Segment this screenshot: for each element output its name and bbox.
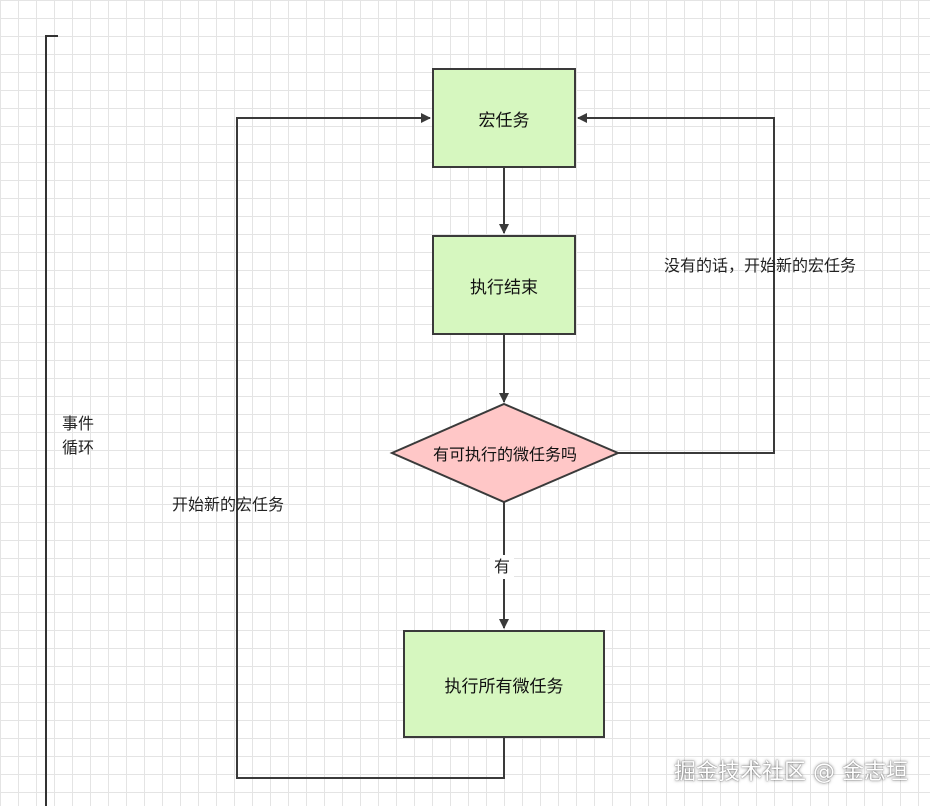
event-loop-label-line-2: 循环: [62, 438, 95, 457]
event-loop-label-line-1: 事件: [62, 414, 95, 433]
run-microtasks-label: 执行所有微任务: [444, 676, 564, 697]
event-loop-bracket: [45, 35, 58, 806]
event-loop-label: 事件 循环: [62, 412, 102, 460]
decision-label: 有可执行的微任务吗: [432, 445, 577, 464]
edge-label-start-new: 开始新的宏任务: [172, 495, 285, 514]
decision-diamond: [389, 402, 621, 504]
watermark: 掘金技术社区 @ 金志垣: [674, 760, 908, 785]
edge-label-yes: 有: [490, 555, 515, 579]
decision-label-wrap: 有可执行的微任务吗: [392, 404, 618, 502]
execution-end-label: 执行结束: [470, 277, 538, 298]
macro-task-node: 宏任务: [432, 68, 576, 168]
edge-label-no-start-new: 没有的话，开始新的宏任务: [664, 256, 857, 275]
macro-task-label: 宏任务: [478, 110, 530, 131]
arrow-microtasks-back-to-macro: [236, 113, 505, 779]
arrow-no-back-to-macro: [577, 113, 775, 454]
execution-end-node: 执行结束: [432, 235, 576, 335]
run-microtasks-node: 执行所有微任务: [403, 630, 605, 738]
